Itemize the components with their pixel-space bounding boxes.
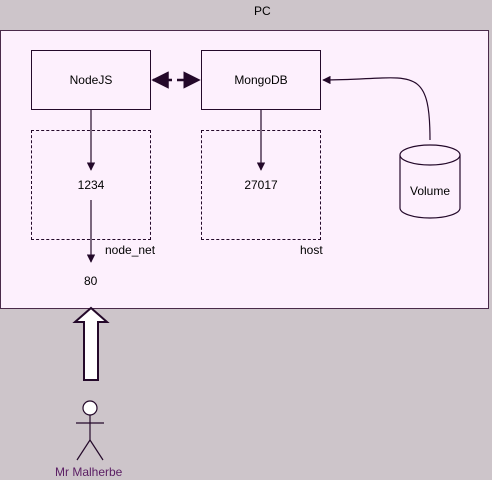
mongodb-service-box[interactable]: MongoDB bbox=[201, 50, 321, 110]
exposed-port-label: 80 bbox=[84, 274, 98, 288]
volume-cylinder-icon[interactable] bbox=[399, 144, 461, 219]
volume-mount-arrow bbox=[322, 75, 431, 141]
mongodb-label: MongoDB bbox=[234, 73, 288, 87]
node-net-label: node_net bbox=[105, 243, 156, 257]
host-net-label: host bbox=[300, 243, 323, 257]
nodejs-label: NodeJS bbox=[69, 73, 113, 87]
volume-label: Volume bbox=[410, 184, 451, 198]
node-port-label: 1234 bbox=[77, 178, 105, 192]
pc-title: PC bbox=[254, 4, 271, 18]
user-actor-icon[interactable] bbox=[76, 400, 104, 461]
mongo-port-label: 27017 bbox=[244, 178, 278, 192]
nodejs-service-box[interactable]: NodeJS bbox=[31, 50, 151, 110]
actor-name: Mr Malherbe bbox=[55, 465, 123, 479]
user-access-arrow bbox=[72, 306, 110, 381]
